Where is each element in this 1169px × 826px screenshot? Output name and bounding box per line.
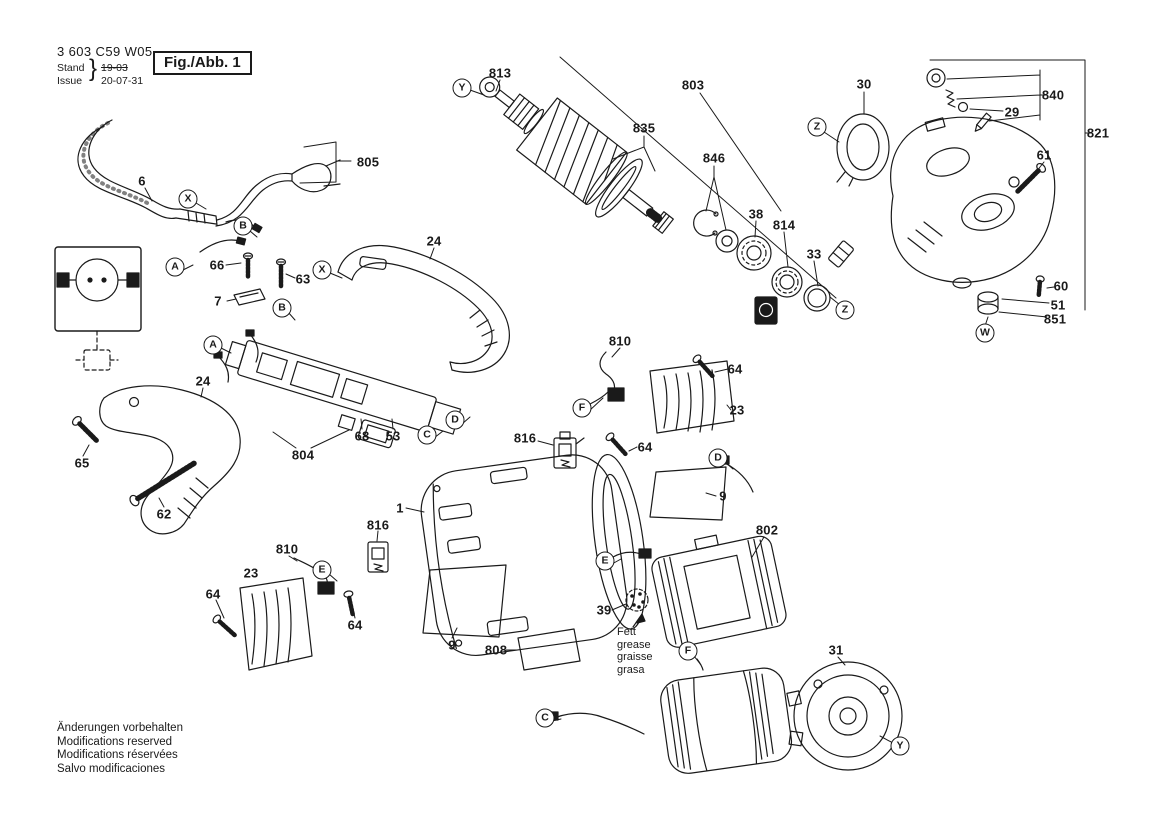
- side-handle-drawing: [99, 385, 241, 535]
- armature-drawing: [479, 76, 674, 234]
- modifications-notice-line: Modifications réservées: [57, 749, 178, 761]
- issue-label: Issue: [57, 75, 83, 87]
- top-handle-drawing: [337, 245, 510, 373]
- modifications-notice-line: Änderungen vorbehalten: [57, 722, 183, 734]
- grease-point-drawing: [625, 588, 649, 628]
- bearing-cover-drawing: [836, 113, 890, 187]
- gear-housing-drawing: [890, 116, 1056, 289]
- grease-note: Fett grease graisse grasa: [617, 626, 652, 676]
- field-stator-drawing: [651, 534, 787, 648]
- lower-field-coil-drawing: [660, 667, 793, 774]
- grease-note-line: graisse: [617, 651, 653, 663]
- grease-note-line: grasa: [617, 663, 645, 676]
- issue-value: 20-07-31: [101, 75, 144, 87]
- part-number: 3 603 C59 W05: [57, 44, 153, 59]
- revision-brace: }: [89, 55, 98, 82]
- nameplate-top-drawing: [649, 466, 727, 521]
- revision-block: Stand Issue } 19-03 20-07-31: [57, 55, 207, 90]
- spindle-parts-drawing: [926, 68, 992, 132]
- title-block: 3 603 C59 W05 Stand Issue } 19-03 20-07-…: [57, 44, 207, 90]
- switch-assembly-drawing: [213, 329, 462, 449]
- wiring-schematic-inset: [54, 246, 142, 371]
- clamp-piece-drawing: [233, 288, 266, 306]
- motor-housing-drawing: [420, 453, 647, 657]
- connection-wires-drawing: [546, 455, 754, 735]
- cover-bottom-drawing: [239, 577, 313, 671]
- figure-label: Fig./Abb. 1: [153, 51, 252, 75]
- carbon-brush-top-drawing: [589, 351, 625, 405]
- brush-holder-top-drawing: [553, 431, 585, 469]
- screws-drawing: [71, 162, 1047, 638]
- grease-note-line: Fett: [617, 626, 636, 638]
- carbon-brush-bottom-drawing: [293, 557, 335, 595]
- label-plate-drawing: [517, 628, 581, 671]
- right-small-parts-drawing: [977, 275, 1045, 315]
- brush-holder-bottom-drawing: [367, 541, 389, 573]
- bearing-stack-drawing: [693, 209, 854, 325]
- modifications-notice-line: Salvo modificaciones: [57, 762, 166, 775]
- stand-label: Stand: [57, 62, 85, 74]
- power-cord-drawing: [77, 119, 341, 253]
- modifications-notice: Änderungen vorbehalten Modifications res…: [57, 722, 183, 776]
- grease-note-line: grease: [617, 638, 651, 651]
- nameplate-bottom-drawing: [422, 564, 507, 638]
- bearing-flange-drawing: [786, 661, 903, 771]
- modifications-notice-line: Modifications reserved: [57, 735, 173, 748]
- cover-top-drawing: [649, 360, 735, 434]
- stand-value: 19-03: [101, 62, 128, 74]
